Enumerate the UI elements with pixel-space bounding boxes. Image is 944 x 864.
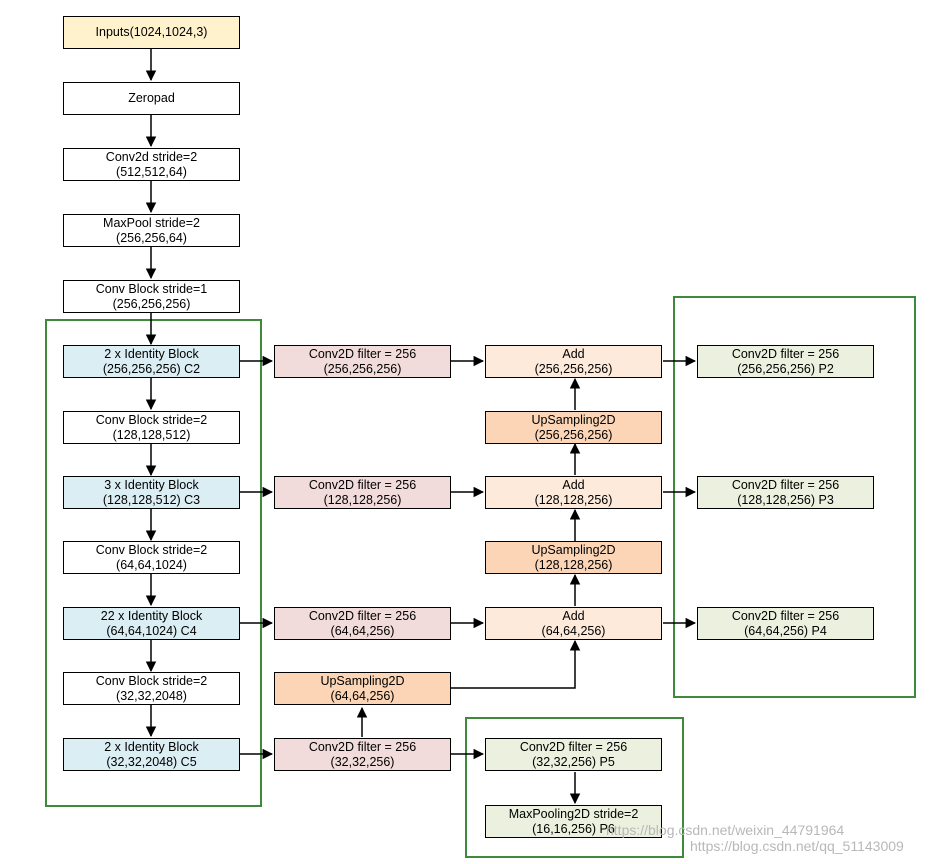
watermark-line-2: https://blog.csdn.net/qq_51143009 [690, 838, 904, 854]
output-p5-node: Conv2D filter = 256 (32,32,256) P5 [485, 738, 662, 771]
add-p2-node: Add (256,256,256) [485, 345, 662, 378]
upsampling-p4-label: UpSampling2D [531, 542, 616, 557]
upsampling-c5-label: UpSampling2D [320, 673, 405, 688]
conv2d-stride2-label: Conv2d stride=2 [105, 149, 198, 164]
maxpool-shape: (256,256,64) [116, 230, 187, 245]
add-p3-shape: (128,128,256) [534, 492, 613, 507]
identity-block-c3-shape: (128,128,512) C3 [102, 492, 201, 507]
conv-block-4-node: Conv Block stride=2 (32,32,2048) [63, 672, 240, 705]
identity-block-c5-node: 2 x Identity Block (32,32,2048) C5 [63, 738, 240, 771]
add-p4-label: Add [562, 608, 585, 623]
input-node: Inputs(1024,1024,3) [63, 16, 240, 49]
conv-block-3-node: Conv Block stride=2 (64,64,1024) [63, 541, 240, 574]
lateral-conv-c3-label: Conv2D filter = 256 [308, 477, 417, 492]
output-p5-shape: (32,32,256) P5 [532, 754, 615, 769]
identity-block-c4-node: 22 x Identity Block (64,64,1024) C4 [63, 607, 240, 640]
upsampling-p3-label: UpSampling2D [531, 412, 616, 427]
identity-block-c4-shape: (64,64,1024) C4 [106, 623, 197, 638]
lateral-conv-c2-shape: (256,256,256) [323, 361, 402, 376]
output-p5-label: Conv2D filter = 256 [519, 739, 628, 754]
conv-block-4-label: Conv Block stride=2 [95, 673, 208, 688]
lateral-conv-c5-label: Conv2D filter = 256 [308, 739, 417, 754]
input-label: Inputs(1024,1024,3) [95, 25, 208, 39]
lateral-conv-c4-node: Conv2D filter = 256 (64,64,256) [274, 607, 451, 640]
identity-block-c5-shape: (32,32,2048) C5 [106, 754, 197, 769]
conv-block-2-shape: (128,128,512) [112, 427, 191, 442]
identity-block-c2-shape: (256,256,256) C2 [102, 361, 201, 376]
lateral-conv-c4-shape: (64,64,256) [330, 623, 395, 638]
edge-upsample-c5-add-p4 [451, 639, 581, 689]
identity-block-c3-label: 3 x Identity Block [104, 477, 199, 492]
maxpool-label: MaxPool stride=2 [103, 215, 200, 230]
add-p4-node: Add (64,64,256) [485, 607, 662, 640]
identity-block-c4-label: 22 x Identity Block [100, 608, 203, 623]
conv2d-stride2-node: Conv2d stride=2 (512,512,64) [63, 148, 240, 181]
lateral-conv-c2-label: Conv2D filter = 256 [308, 346, 417, 361]
lateral-conv-c3-node: Conv2D filter = 256 (128,128,256) [274, 476, 451, 509]
conv-block-2-label: Conv Block stride=2 [95, 412, 208, 427]
conv-block-1-label: Conv Block stride=1 [95, 281, 208, 296]
upsampling-c5-shape: (64,64,256) [330, 688, 395, 703]
conv-block-2-node: Conv Block stride=2 (128,128,512) [63, 411, 240, 444]
add-p3-label: Add [562, 477, 585, 492]
lateral-conv-c3-shape: (128,128,256) [323, 492, 402, 507]
zeropad-label: Zeropad [128, 91, 175, 105]
output-p3-node: Conv2D filter = 256 (128,128,256) P3 [697, 476, 874, 509]
upsampling-p4-node: UpSampling2D (128,128,256) [485, 541, 662, 574]
maxpool-node: MaxPool stride=2 (256,256,64) [63, 214, 240, 247]
output-p2-node: Conv2D filter = 256 (256,256,256) P2 [697, 345, 874, 378]
backbone-group-frame [45, 319, 262, 807]
upsampling-p3-shape: (256,256,256) [534, 427, 613, 442]
upsampling-p4-shape: (128,128,256) [534, 557, 613, 572]
add-p2-label: Add [562, 346, 585, 361]
conv-block-3-label: Conv Block stride=2 [95, 542, 208, 557]
add-p3-node: Add (128,128,256) [485, 476, 662, 509]
upsampling-p3-node: UpSampling2D (256,256,256) [485, 411, 662, 444]
output-p3-shape: (128,128,256) P3 [737, 492, 834, 507]
identity-block-c2-node: 2 x Identity Block (256,256,256) C2 [63, 345, 240, 378]
output-p3-label: Conv2D filter = 256 [731, 477, 840, 492]
lateral-conv-c5-shape: (32,32,256) [330, 754, 395, 769]
output-p4-shape: (64,64,256) P4 [744, 623, 827, 638]
add-p2-shape: (256,256,256) [534, 361, 613, 376]
output-p6-node: MaxPooling2D stride=2 (16,16,256) P6 [485, 805, 662, 838]
identity-block-c5-label: 2 x Identity Block [104, 739, 199, 754]
add-p4-shape: (64,64,256) [541, 623, 606, 638]
conv-block-4-shape: (32,32,2048) [116, 688, 187, 703]
watermark-line-1: https://blog.csdn.net/weixin_44791964 [606, 822, 845, 838]
conv-block-1-shape: (256,256,256) [112, 296, 191, 311]
output-p2-shape: (256,256,256) P2 [737, 361, 834, 376]
output-p4-node: Conv2D filter = 256 (64,64,256) P4 [697, 607, 874, 640]
lateral-conv-c5-node: Conv2D filter = 256 (32,32,256) [274, 738, 451, 771]
output-p6-shape: (16,16,256) P6 [532, 821, 615, 836]
conv-block-3-shape: (64,64,1024) [116, 557, 187, 572]
conv2d-stride2-shape: (512,512,64) [116, 164, 187, 179]
identity-block-c3-node: 3 x Identity Block (128,128,512) C3 [63, 476, 240, 509]
p5-p6-group-frame [465, 717, 684, 858]
lateral-conv-c4-label: Conv2D filter = 256 [308, 608, 417, 623]
output-p2-label: Conv2D filter = 256 [731, 346, 840, 361]
zeropad-node: Zeropad [63, 82, 240, 115]
lateral-conv-c2-node: Conv2D filter = 256 (256,256,256) [274, 345, 451, 378]
output-p4-label: Conv2D filter = 256 [731, 608, 840, 623]
feature-output-group-frame [673, 296, 916, 698]
identity-block-c2-label: 2 x Identity Block [104, 346, 199, 361]
upsampling-c5-node: UpSampling2D (64,64,256) [274, 672, 451, 705]
conv-block-1-node: Conv Block stride=1 (256,256,256) [63, 280, 240, 313]
output-p6-label: MaxPooling2D stride=2 [508, 806, 639, 821]
